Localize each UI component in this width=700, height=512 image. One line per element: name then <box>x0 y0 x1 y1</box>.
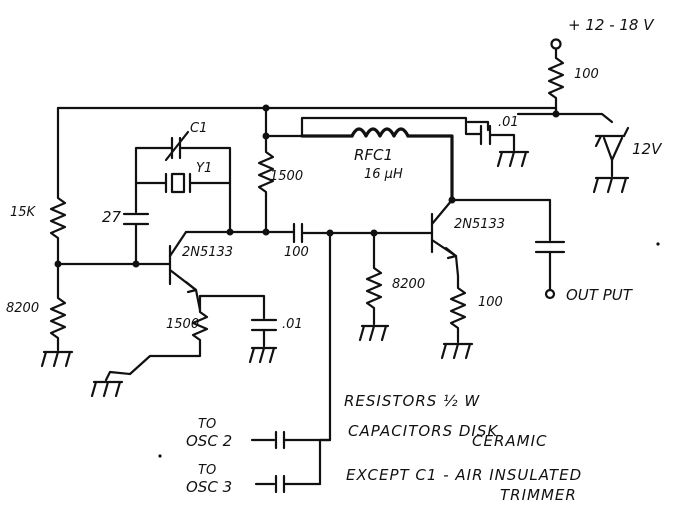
base2-resistor <box>358 231 390 342</box>
zener-label: 12V <box>632 140 663 158</box>
bias-resistor-bottom <box>40 262 74 368</box>
emitter2-resistor-label: 100 <box>478 295 503 310</box>
supply-terminal <box>550 38 562 50</box>
base2-resistor-label: 8200 <box>392 277 425 292</box>
note-except: EXCEPT C1 - AIR INSULATED <box>346 466 582 484</box>
output-label: OUT PUT <box>566 286 634 304</box>
osc-inputs <box>250 231 332 494</box>
collector-resistor <box>257 134 275 234</box>
note-capacitors-type: CERAMIC <box>472 432 547 450</box>
output-capacitor <box>450 198 566 300</box>
mid-node-2 <box>262 228 270 236</box>
emitter1-resistor-label: 1500 <box>166 317 199 332</box>
transistor-q2 <box>430 198 460 278</box>
capacitor-27 <box>122 184 150 266</box>
supply-resistor <box>547 47 565 116</box>
supply-label: + 12 - 18 V <box>568 16 655 34</box>
osc2-to-label: TO <box>198 417 216 432</box>
note-capacitors: CAPACITORS DISK <box>348 422 498 440</box>
osc2-label: OSC 2 <box>186 432 232 450</box>
base1-node <box>132 260 140 268</box>
supply-resistor-label: 100 <box>574 67 599 82</box>
note-resistors: RESISTORS ½ W <box>344 392 480 410</box>
emitter1-cap-label: .01 <box>282 317 303 332</box>
rfc-label: RFC1 <box>354 146 393 164</box>
emitter2-resistor <box>440 274 474 360</box>
q1-label: 2N5133 <box>182 245 233 260</box>
rfc-inductor <box>300 127 454 202</box>
stray-mark <box>656 242 660 246</box>
crystal-label: Y1 <box>196 161 212 176</box>
collector-feed <box>264 106 483 138</box>
osc3-label: OSC 3 <box>186 478 232 496</box>
c1-label: C1 <box>190 121 207 136</box>
rfc-value-label: 16 μH <box>364 167 403 182</box>
coupling-cap-label: 100 <box>284 245 309 260</box>
bias-top-label: 15K <box>10 205 37 220</box>
emitter1-network <box>90 294 278 398</box>
collector-resistor-label: 1500 <box>270 169 303 184</box>
q2-label: 2N5133 <box>454 217 505 232</box>
zener-diode <box>554 112 630 194</box>
bias-resistor-top <box>49 106 67 266</box>
stray-mark-2 <box>158 454 162 458</box>
osc3-to-label: TO <box>198 463 216 478</box>
coupling-capacitor <box>292 222 434 244</box>
bias-bottom-label: 8200 <box>6 301 39 316</box>
trimmer-c1 <box>134 130 232 234</box>
top-bus <box>56 106 558 116</box>
transistor-q1 <box>56 230 202 312</box>
note-trimmer: TRIMMER <box>500 486 577 504</box>
bypass-cap-label: .01 <box>498 115 519 130</box>
crystal-y1 <box>134 172 232 194</box>
cap-27-label: 27 <box>102 208 122 226</box>
mid-node-1 <box>226 228 234 236</box>
